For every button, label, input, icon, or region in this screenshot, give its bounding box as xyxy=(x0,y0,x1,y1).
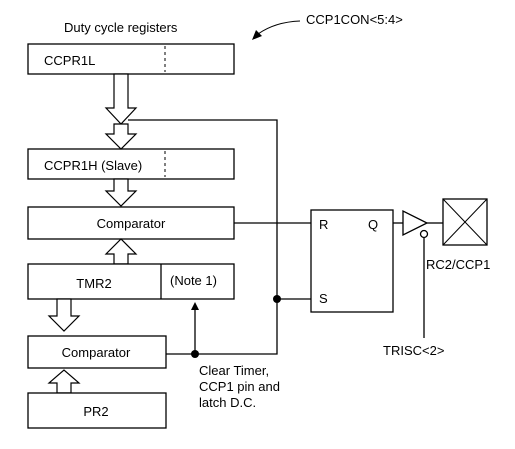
latch-s-label: S xyxy=(319,291,328,306)
comparator-top: Comparator xyxy=(27,206,235,240)
comparator-bottom-label: Comparator xyxy=(62,345,131,360)
wire-clear-to-ccpr1h-load xyxy=(128,119,278,299)
clear-note-line-3: latch D.C. xyxy=(199,395,256,410)
junction-dot-latch xyxy=(273,295,281,303)
output-pin xyxy=(442,198,488,246)
note-1-label: (Note 1) xyxy=(170,273,217,288)
wire-clear-bus xyxy=(166,299,278,355)
ccp1con-pointer-arrowhead xyxy=(252,30,262,40)
tmr2-label: TMR2 xyxy=(76,276,111,291)
bus-arrow-ccpr1l-to-ccpr1h xyxy=(104,73,138,125)
rc2-ccp1-pin-label: RC2/CCP1 xyxy=(426,257,490,272)
ccp1con-pointer-arrow xyxy=(257,20,301,35)
pr2-register: PR2 xyxy=(27,392,167,429)
ccpr1h-slave-register: CCPR1H (Slave) xyxy=(27,148,235,180)
trisc2-label: TRISC<2> xyxy=(383,343,444,358)
bus-arrow-pr2-to-comparator xyxy=(47,369,81,394)
buffer-enable-bubble-icon xyxy=(419,229,429,239)
sr-latch: R Q S xyxy=(310,209,394,313)
ccpr1l-register: CCPR1L xyxy=(27,43,235,75)
ccp1con-label: CCP1CON<5:4> xyxy=(306,12,403,27)
bus-arrow-ccpr1h-to-comparator xyxy=(104,178,138,207)
latch-r-label: R xyxy=(319,217,328,232)
clear-note-line-2: CCP1 pin and xyxy=(199,379,280,394)
junction-dot-clear xyxy=(191,350,199,358)
output-buffer-triangle-icon xyxy=(402,209,429,237)
bus-arrow-tmr2-to-bottom-comparator xyxy=(47,298,81,332)
bus-arrow-into-ccpr1h xyxy=(104,123,138,150)
tmr2-clear-arrowhead xyxy=(191,302,199,310)
latch-q-label: Q xyxy=(368,217,378,232)
duty-cycle-registers-label: Duty cycle registers xyxy=(64,20,178,35)
ccpr1l-label: CCPR1L xyxy=(44,53,95,68)
bus-arrow-tmr2-to-comparator xyxy=(104,238,138,265)
pr2-label: PR2 xyxy=(83,404,108,419)
ccpr1h-label: CCPR1H (Slave) xyxy=(44,158,142,173)
tmr2-register: TMR2 (Note 1) xyxy=(27,263,235,300)
comparator-bottom: Comparator xyxy=(27,335,167,369)
comparator-top-label: Comparator xyxy=(97,216,166,231)
clear-note-line-1: Clear Timer, xyxy=(199,363,269,378)
